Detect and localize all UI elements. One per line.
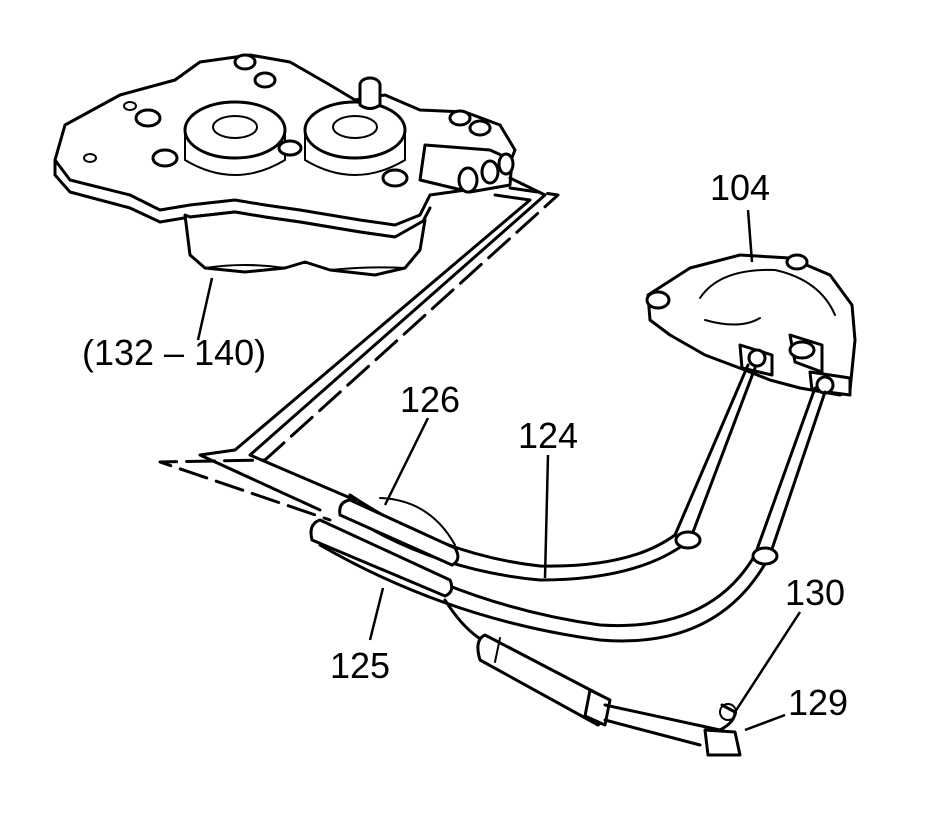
bolt-heads <box>83 53 492 188</box>
callout-104: 104 <box>710 167 770 208</box>
callout-labels: 104 (132 – 140) 126 124 125 130 129 <box>82 167 848 723</box>
vent-tube-130 <box>443 598 742 757</box>
housing-104 <box>645 253 857 397</box>
callout-132-140: (132 – 140) <box>82 332 266 373</box>
leader-lines <box>196 209 802 732</box>
sleeve-126 <box>309 497 460 598</box>
pump-assembly <box>53 53 517 277</box>
callout-126: 126 <box>400 379 460 420</box>
callout-125: 125 <box>330 645 390 686</box>
phantom-route-lines <box>158 176 560 522</box>
callout-130: 130 <box>785 572 845 613</box>
callout-129: 129 <box>788 682 848 723</box>
callout-124: 124 <box>518 415 578 456</box>
